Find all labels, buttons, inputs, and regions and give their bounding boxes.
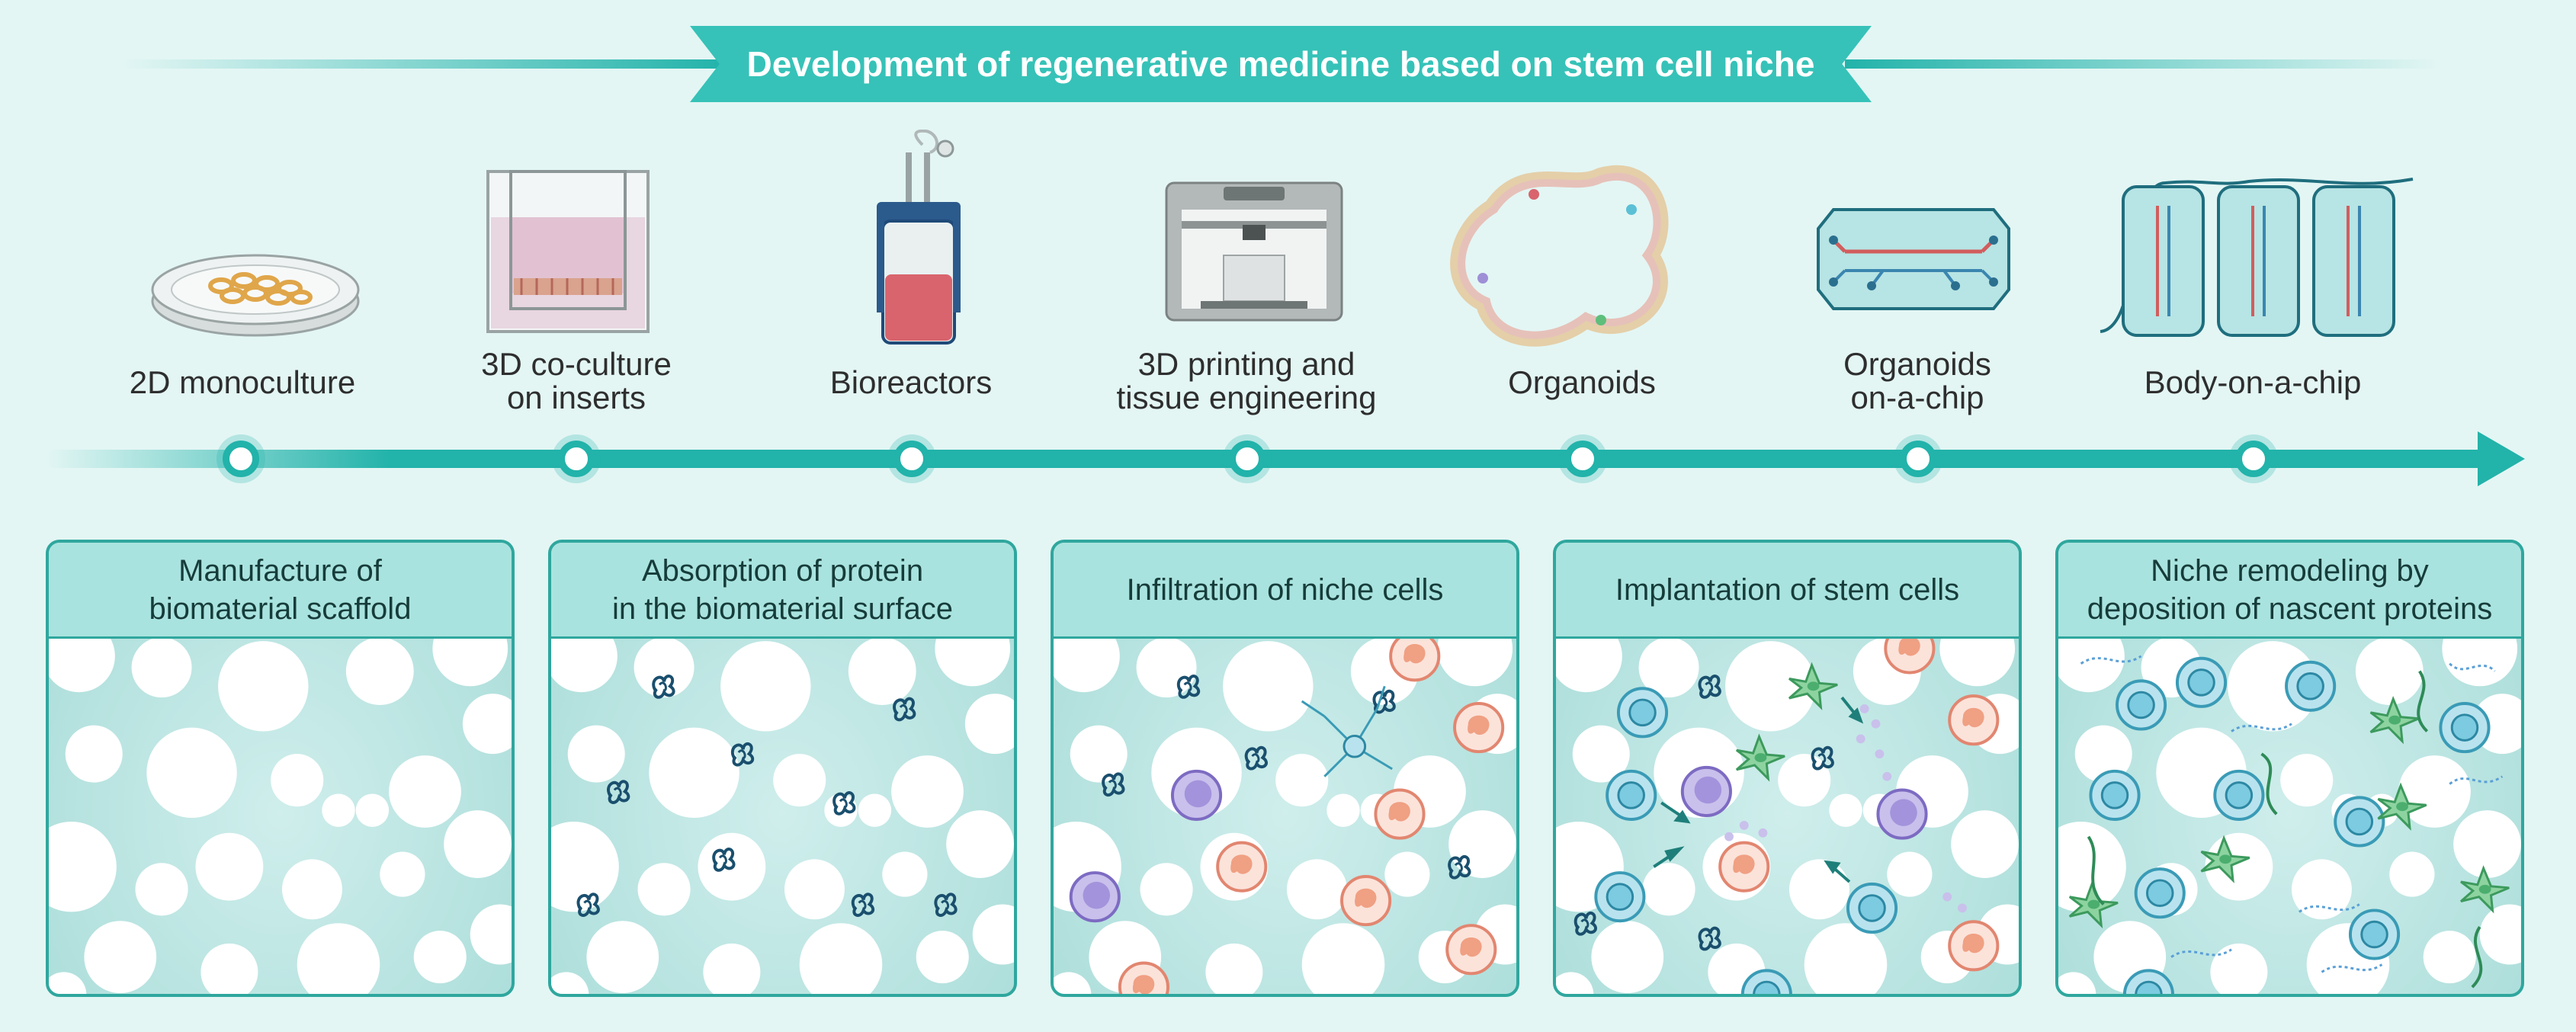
stage-label-2d-monoculture: 2D monoculture	[129, 364, 356, 400]
niche-remodeling-illustration	[2058, 639, 2521, 994]
panel-niche-remodeling: Niche remodeling by deposition of nascen…	[2055, 540, 2524, 997]
banner-line-right	[1845, 59, 2440, 69]
stage-label-organoids-on-chip: Organoids on-a-chip	[1843, 346, 1991, 415]
panel-protein-absorption: Absorption of protein in the biomaterial…	[548, 540, 1017, 997]
stage-label-bioreactors: Bioreactors	[829, 364, 993, 400]
timeline-dot	[2235, 441, 2272, 477]
stage-label-organoids: Organoids	[1508, 364, 1656, 400]
timeline-arrowhead	[2478, 431, 2525, 486]
panel-title: Absorption of protein in the biomaterial…	[551, 543, 1014, 639]
panel-title: Niche remodeling by deposition of nascen…	[2058, 543, 2521, 639]
stage-label-3d-coculture: 3D co-culture on inserts	[481, 346, 672, 415]
niche-infiltration-illustration	[1054, 639, 1516, 994]
body-chip-icon	[2100, 178, 2414, 337]
timeline-dot	[893, 441, 930, 477]
culture-insert-icon	[486, 170, 650, 333]
timeline-dot	[558, 441, 595, 477]
petri-dish-icon	[151, 254, 360, 337]
scaffold-illustration	[49, 639, 512, 994]
bioreactor-icon	[877, 130, 961, 345]
timeline-arrow	[46, 450, 2501, 468]
organoid-icon	[1450, 165, 1669, 347]
timeline-dot	[1900, 441, 1936, 477]
panel-scaffold: Manufacture of biomaterial scaffold	[46, 540, 515, 997]
banner-line-left	[122, 59, 724, 69]
organoid-chip-icon	[1817, 208, 2010, 310]
stem-cell-implantation-illustration	[1556, 639, 2019, 994]
panel-niche-infiltration: Infiltration of niche cells	[1051, 540, 1519, 997]
panel-stem-cell-implantation: Implantation of stem cells	[1553, 540, 2022, 997]
panel-title: Manufacture of biomaterial scaffold	[49, 543, 512, 639]
panel-title: Infiltration of niche cells	[1054, 543, 1516, 639]
stage-label-body-on-chip: Body-on-a-chip	[2144, 364, 2362, 400]
stage-label-3d-printing: 3D printing and tissue engineering	[1116, 346, 1377, 415]
protein-absorption-illustration	[551, 639, 1014, 994]
timeline-dot	[223, 441, 259, 477]
panel-title: Implantation of stem cells	[1556, 543, 2019, 639]
page-title: Development of regenerative medicine bas…	[690, 26, 1872, 102]
timeline-dot	[1229, 441, 1266, 477]
3d-printer-icon	[1165, 181, 1343, 322]
timeline-dot	[1564, 441, 1601, 477]
